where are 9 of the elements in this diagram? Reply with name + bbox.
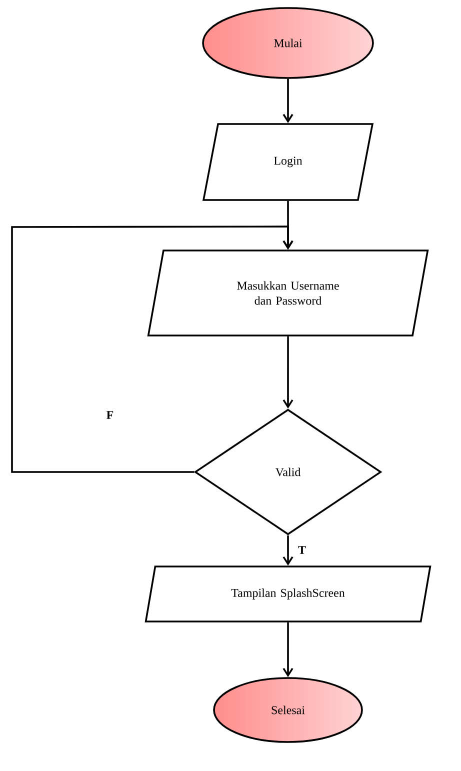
edge-label: T (297, 545, 307, 555)
arrow (282, 535, 294, 566)
arrow (11, 226, 294, 473)
edge-label: F (105, 410, 115, 420)
arrow (282, 336, 294, 409)
input-output-parallelogram: Tampilan SplashScreen (144, 566, 432, 622)
arrow (282, 622, 294, 678)
input-output-parallelogram: Masukkan Username dan Password (147, 250, 429, 336)
arrow (282, 78, 294, 124)
